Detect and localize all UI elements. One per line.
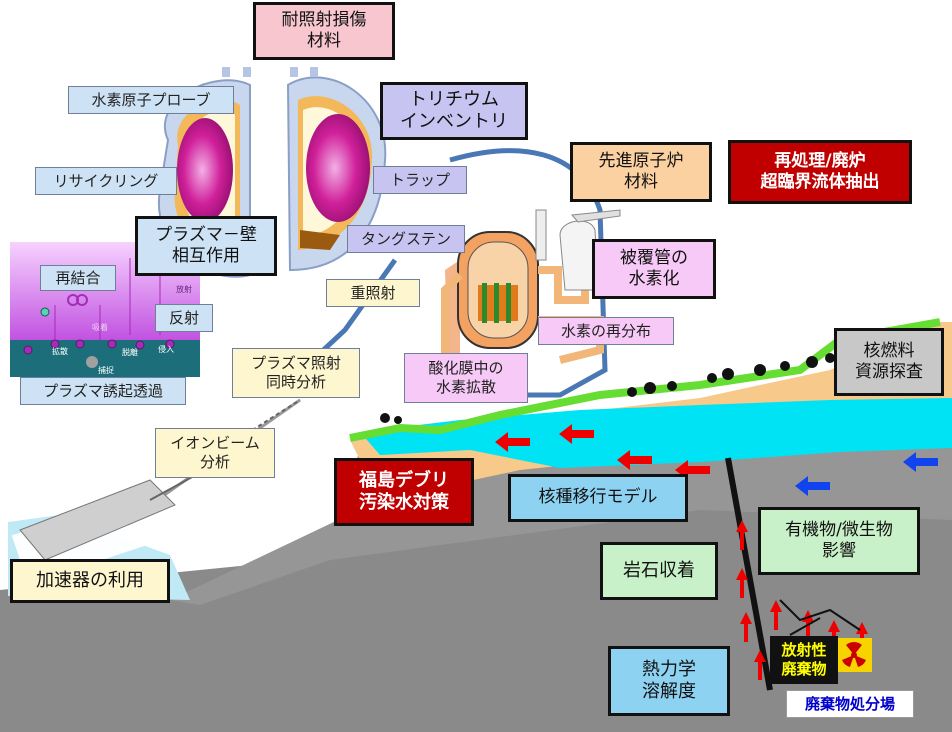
label-radioactive-waste: 放射性 廃棄物 [770,636,838,684]
label-rock-sorption: 岩石収着 [600,542,718,600]
label-trap: トラップ [373,166,467,194]
label-fuel-resource-exploration: 核燃料 資源探査 [834,328,944,396]
label-hydrogen-redistribution: 水素の再分布 [538,317,674,345]
label-accelerator-use: 加速器の利用 [10,559,170,603]
label-recycling: リサイクリング [35,167,177,195]
label-irradiation-materials: 耐照射損傷 材料 [253,2,395,60]
reactor-vessel [441,209,621,372]
inset-label-diffusion: 拡散 [52,346,68,356]
label-reprocessing-supercritical: 再処理/廃炉 超臨界流体抽出 [728,140,912,204]
label-plasma-wall-interaction: プラズマ－壁 相互作用 [135,216,277,276]
tree-line [380,353,835,424]
inset-label-capture: 捕捉 [98,365,114,375]
radiation-trefoil-icon [836,638,872,672]
inset-label-desorption: 脱離 [122,347,138,357]
label-organic-microbe-effects: 有機物/微生物 影響 [758,507,920,575]
inset-label-adsorption: 吸着 [92,322,108,332]
label-thermodynamics-solubility: 熱力学 溶解度 [608,646,730,716]
label-hydrogen-atom-probe: 水素原子プローブ [68,86,234,114]
label-ion-beam-analysis: イオンビーム 分析 [155,428,275,478]
inset-label-radiation: 放射 [176,284,192,294]
label-tungsten: タングステン [347,225,465,253]
grass-surface [349,318,941,442]
label-disposal-site: 廃棄物処分場 [786,690,914,718]
label-recombination: 再結合 [40,265,116,291]
label-fukushima-debris: 福島デブリ 汚染水対策 [334,458,474,526]
label-heavy-irradiation: 重照射 [326,279,420,307]
label-reflection: 反射 [155,304,213,332]
plasma-right [306,114,370,222]
plasma-left [177,118,233,222]
inset-label-intrusion: 侵入 [158,344,174,354]
accelerator-hall [19,479,176,561]
label-plasma-induced-permeation: プラズマ誘起透過 [20,377,186,405]
label-plasma-simultaneous-analysis: プラズマ照射 同時分析 [232,348,360,398]
label-advanced-reactor-materials: 先進原子炉 材料 [570,142,712,202]
borehole-shaft [725,457,773,691]
migration-arrows-blue [795,452,938,496]
label-nuclide-migration-model: 核種移行モデル [508,474,688,522]
label-cladding-hydride: 被覆管の 水素化 [592,239,716,299]
label-tritium-inventory: トリチウム インベントリ [380,82,528,140]
label-oxide-hydrogen-diffusion: 酸化膜中の 水素拡散 [404,353,528,403]
